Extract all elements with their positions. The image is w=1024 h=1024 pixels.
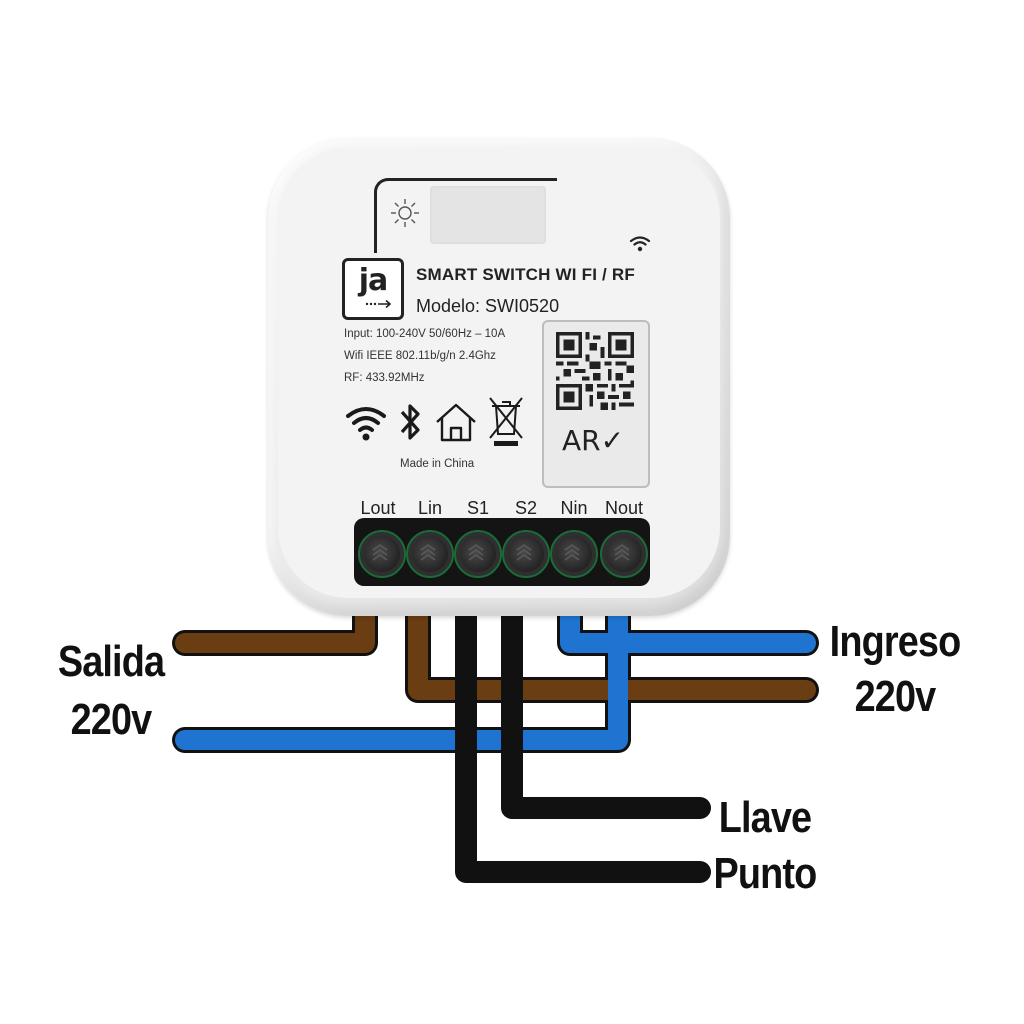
light-icon [391, 199, 419, 227]
terminal-screw-nout[interactable] [600, 530, 648, 578]
llave-switch-wire [501, 601, 711, 819]
arrow-icon [365, 299, 392, 309]
made-in-text: Made in China [400, 458, 475, 470]
terminal-label-s2: S2 [514, 498, 538, 518]
spec-input: Input: 100-240V 50/60Hz – 10A [344, 328, 506, 340]
brand-logo: ja [342, 258, 404, 320]
terminal-screw-lout[interactable] [358, 530, 406, 578]
terminal-block [354, 518, 650, 586]
terminal-screw-nin[interactable] [550, 530, 598, 578]
home-icon [436, 403, 476, 442]
device-face: ja SMART SWITCH WI FI / RF Modelo: SWI05… [278, 148, 720, 598]
qr-code-icon [556, 332, 634, 410]
push-button[interactable] [430, 186, 546, 244]
ingreso-label-line1: Ingreso [829, 617, 962, 666]
llave-label: Llave [718, 793, 812, 842]
terminal-label-s1: S1 [466, 498, 490, 518]
terminal-label-lin: Lin [417, 498, 443, 518]
wifi-icon [346, 407, 386, 441]
product-model: Modelo: SWI0520 [416, 296, 560, 316]
punto-switch-wire [455, 601, 711, 883]
terminal-screw-s2[interactable] [502, 530, 550, 578]
terminal-label-nin: Nin [560, 498, 588, 518]
salida-label-line1: Salida [57, 637, 165, 686]
terminal-screw-s1[interactable] [454, 530, 502, 578]
salida-label-line2: 220v [70, 695, 153, 744]
spec-wifi: Wifi IEEE 802.11b/g/n 2.4Ghz [344, 350, 496, 362]
qr-label: AR✓ [542, 320, 650, 488]
logo-text: ja [358, 263, 389, 298]
spec-rf: RF: 433.92MHz [344, 372, 425, 384]
button-frame [374, 178, 557, 253]
terminal-screw-lin[interactable] [406, 530, 454, 578]
terminal-label-lout: Lout [360, 498, 396, 518]
ar-certification-mark: AR✓ [562, 424, 625, 457]
punto-label: Punto [713, 849, 818, 898]
ingreso-label-line2: 220v [854, 672, 937, 721]
terminal-label-nout: Nout [604, 498, 644, 518]
product-title: SMART SWITCH WI FI / RF [416, 265, 635, 284]
wifi-status-icon [629, 236, 651, 252]
bluetooth-icon [400, 404, 420, 440]
smart-switch-device: ja SMART SWITCH WI FI / RF Modelo: SWI05… [268, 138, 730, 616]
weee-bin-icon [489, 397, 523, 446]
